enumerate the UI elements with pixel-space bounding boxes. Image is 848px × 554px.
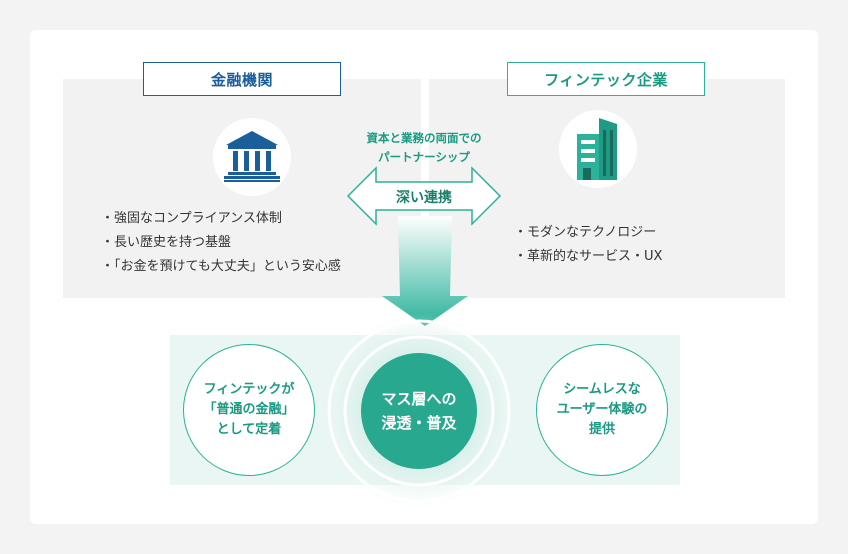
fintech-icon-circle: [559, 110, 637, 188]
fintech-title: フィンテック企業: [507, 62, 705, 96]
partnership-label: 深い連携: [396, 190, 452, 206]
bank-building-icon: [224, 131, 280, 182]
outcome-standardization: フィンテックが 「普通の金融」 として定着: [183, 344, 315, 476]
list-item: 「お金を預けても大丈夫」という安心感: [101, 255, 341, 279]
down-arrow: [382, 216, 468, 326]
bank-icon-circle: [213, 118, 291, 196]
outcome-seamless-ux: シームレスな ユーザー体験の 提供: [536, 344, 668, 476]
list-item: 革新的なサービス・UX: [514, 245, 662, 269]
list-item: 強固なコンプライアンス体制: [101, 207, 341, 231]
outcome-mass-adoption: マス層への 浸透・普及: [361, 353, 477, 469]
center-ring-outer: [327, 319, 511, 503]
center-ring-inner: [343, 335, 495, 487]
fintech-strengths-list: モダンなテクノロジー 革新的なサービス・UX: [514, 221, 662, 269]
partnership-caption: 資本と業務の両面での パートナーシップ: [366, 131, 482, 164]
list-item: 長い歴史を持つ基盤: [101, 231, 341, 255]
office-building-icon: [577, 118, 617, 180]
bank-title: 金融機関: [143, 62, 341, 96]
list-item: モダンなテクノロジー: [514, 221, 662, 245]
bank-strengths-list: 強固なコンプライアンス体制 長い歴史を持つ基盤 「お金を預けても大丈夫」という安…: [101, 207, 341, 279]
double-arrow: [346, 166, 502, 226]
